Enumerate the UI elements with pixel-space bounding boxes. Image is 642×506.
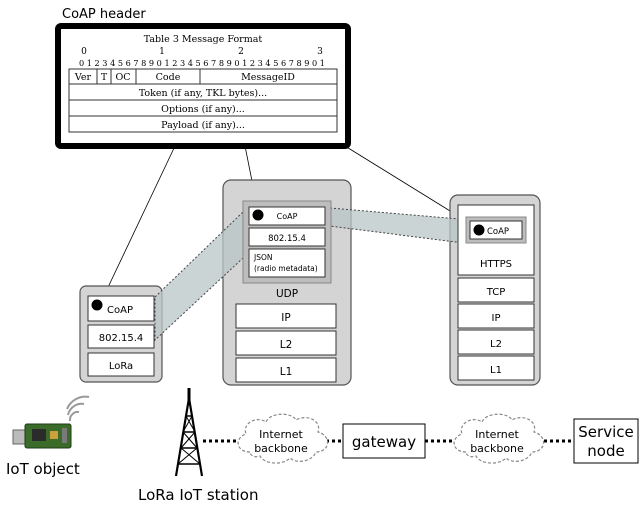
station-802154-label: 802.15.4 [268,234,306,244]
packet-dot-icon [473,224,485,236]
station-json-label: JSON [253,253,273,262]
bit-major-2: 2 [238,47,244,57]
service-tcp-label: TCP [486,287,506,298]
service-l2-label: L2 [490,339,502,350]
service-cell-tcp [457,277,535,303]
cloud2-backbone-label: backbone [470,442,524,455]
service-cell-l2 [457,329,535,355]
bit-minor-row: 0 1 2 3 4 5 6 7 8 9 0 1 2 3 4 5 6 7 8 9 … [79,59,325,69]
iot-cell-lora [87,352,155,377]
service-cell-coap [469,220,523,240]
service-coap-label: CoAP [487,227,509,237]
usb-lora-dongle-icon [12,423,72,449]
cloud-icon [237,413,329,464]
field-code: Code [156,72,181,83]
wifi-signal-icon [66,395,90,422]
lora-station-label: LoRa IoT station [138,486,258,504]
field-message-id: MessageID [241,72,295,83]
station-cell-json [248,248,326,278]
service-cell-ip [457,303,535,329]
station-cell-l1 [235,357,337,383]
bit-major-0: 0 [81,47,87,57]
iot-lora-label: LoRa [109,361,133,372]
station-l2-label: L2 [280,339,293,351]
cloud1-internet-label: Internet [259,428,303,441]
cloud1-backbone-label: backbone [254,442,308,455]
options-row: Options (if any)... [161,104,245,115]
station-cell-802154 [248,227,326,247]
token-row: Token (if any, TKL bytes)... [139,88,267,99]
iot-stack-cells: CoAP 802.15.4 LoRa [87,295,155,377]
service-node-label-line2: node [587,442,624,460]
cloud-icon [453,413,545,464]
coap-message-format-table: Table 3 Message Format 0 1 2 3 0 1 2 3 4… [55,23,351,149]
packet-dot-icon [91,299,103,311]
cloud2-internet-label: Internet [475,428,519,441]
service-ip-label: IP [492,313,501,324]
payload-row: Payload (if any)... [161,120,245,131]
service-node-label-line1: Service [578,423,633,441]
station-l1-label: L1 [280,366,293,378]
station-coap-label: CoAP [277,212,298,221]
iot-cell-802154 [87,324,155,349]
gateway-box [342,423,426,459]
service-cell-l1 [457,355,535,381]
service-stack-cells: CoAP HTTPS TCP IP L2 L1 [457,204,535,381]
service-l1-label: L1 [490,365,502,376]
station-cell-l2 [235,330,337,356]
gateway-label: gateway [352,433,416,451]
iot-coap-label: CoAP [107,305,133,316]
radio-tower-icon [174,388,204,477]
bit-major-1: 1 [159,47,165,57]
coap-header-title: CoAP header [62,7,146,22]
field-oc: OC [115,72,130,83]
station-cell-ip [235,303,337,329]
station-cell-coap [248,206,326,226]
station-stack-cells: CoAP 802.15.4 JSON (radio metadata) UDP … [235,200,337,383]
iot-object-label: IoT object [6,460,80,478]
packet-dot-icon [252,209,264,221]
field-ver: Ver [74,72,92,83]
iot-802154-label: 802.15.4 [99,333,144,344]
field-t: T [101,72,108,83]
station-radio-metadata-label: (radio metadata) [254,264,318,273]
bit-major-3: 3 [317,47,323,57]
table-caption: Table 3 Message Format [144,34,263,45]
station-ip-label: IP [281,312,290,324]
station-udp-label: UDP [276,288,298,300]
service-node-box [573,418,639,464]
service-https-label: HTTPS [480,259,512,270]
